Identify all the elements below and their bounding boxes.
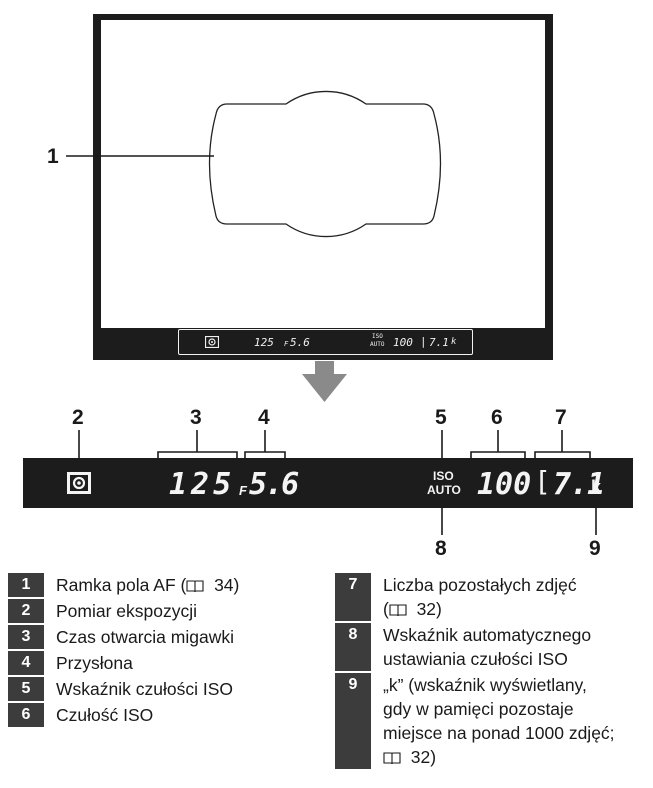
legend-number: 2 bbox=[8, 599, 44, 623]
book-icon bbox=[186, 580, 204, 593]
vf-aperture: 5.6 bbox=[290, 336, 310, 349]
callout-6: 6 bbox=[491, 406, 503, 429]
legend-text: Pomiar ekspozycji bbox=[56, 601, 198, 621]
legend-text: Wskaźnik automatycznego ustawiania czuło… bbox=[383, 625, 592, 669]
vf-iso-top: ISO bbox=[372, 333, 383, 340]
legend-number: 7 bbox=[335, 573, 371, 621]
legend-item: 3 Czas otwarcia migawki bbox=[8, 625, 318, 649]
lcd-shots: 7.1 bbox=[553, 467, 605, 502]
legend-item: 7 Liczba pozostałych zdjęć ( 32) bbox=[335, 573, 647, 621]
legend-number: 4 bbox=[8, 651, 44, 675]
callout-1: 1 bbox=[47, 145, 59, 168]
vf-k: k bbox=[451, 337, 457, 347]
lcd-f-prefix: F bbox=[239, 483, 247, 498]
legend-item: 9 „k” (wskaźnik wyświetlany, gdy w pamię… bbox=[335, 673, 647, 769]
legend-text: Liczba pozostałych zdjęć ( 32) bbox=[383, 575, 577, 619]
legend-number: 5 bbox=[8, 677, 44, 701]
down-arrow-icon bbox=[302, 361, 347, 402]
callout-9: 9 bbox=[589, 537, 601, 560]
lcd-iso-bottom: AUTO bbox=[427, 483, 461, 497]
legend-text: Czułość ISO bbox=[56, 705, 154, 725]
callout-8: 8 bbox=[435, 537, 447, 560]
vf-shots: 7.1 bbox=[429, 336, 449, 349]
callout-2: 2 bbox=[72, 406, 84, 429]
lcd-aperture: 5.6 bbox=[249, 467, 299, 502]
legend-number: 3 bbox=[8, 625, 44, 649]
lcd-bracket: [ bbox=[534, 465, 551, 498]
viewfinder-info-bar: 125 F 5.6 ISO AUTO 100 | 7.1 k bbox=[178, 329, 473, 355]
vf-separator: | bbox=[420, 335, 427, 348]
viewfinder-image-area bbox=[101, 20, 545, 328]
legend-left: 1 Ramka pola AF ( 34) 2 Pomiar ekspozycj… bbox=[8, 573, 318, 727]
legend-item: 8 Wskaźnik automatycznego ustawiania czu… bbox=[335, 623, 647, 671]
legend-number: 6 bbox=[8, 703, 44, 727]
lcd-bar: 125 F 5.6 ISO AUTO 100 [ 7.1 k bbox=[23, 458, 633, 508]
legend-right: 7 Liczba pozostałych zdjęć ( 32) 8 Wskaź… bbox=[335, 573, 647, 769]
vf-iso-value: 100 bbox=[393, 336, 413, 349]
book-icon bbox=[383, 752, 401, 765]
legend-number: 9 bbox=[335, 673, 371, 769]
vf-iso-bottom: AUTO bbox=[370, 341, 385, 348]
legend-number: 1 bbox=[8, 573, 44, 597]
legend-item: 2 Pomiar ekspozycji bbox=[8, 599, 318, 623]
lcd-iso-value: 100 bbox=[477, 467, 532, 502]
legend-text: „k” (wskaźnik wyświetlany, gdy w pamięci… bbox=[383, 675, 615, 767]
callout-7: 7 bbox=[555, 406, 567, 429]
legend-text: Przysłona bbox=[56, 653, 133, 673]
legend-item: 4 Przysłona bbox=[8, 651, 318, 675]
callout-5: 5 bbox=[435, 406, 447, 429]
vf-f-prefix: F bbox=[284, 340, 289, 348]
callout-4: 4 bbox=[258, 406, 270, 429]
lcd-iso-top: ISO bbox=[433, 469, 454, 483]
vf-shutter: 125 bbox=[254, 336, 274, 349]
legend-text: Czas otwarcia migawki bbox=[56, 627, 234, 647]
viewfinder-frame: 125 F 5.6 ISO AUTO 100 | 7.1 k bbox=[93, 14, 553, 360]
legend-text: Wskaźnik czułości ISO bbox=[56, 679, 233, 699]
lcd-shutter: 125 bbox=[169, 467, 236, 502]
callout-3: 3 bbox=[190, 406, 202, 429]
metering-icon bbox=[67, 472, 91, 494]
legend-item: 1 Ramka pola AF ( 34) bbox=[8, 573, 318, 597]
legend-text: Ramka pola AF ( 34) bbox=[56, 575, 240, 595]
metering-icon bbox=[205, 336, 219, 348]
legend-item: 5 Wskaźnik czułości ISO bbox=[8, 677, 318, 701]
book-icon bbox=[389, 604, 407, 617]
lcd-k: k bbox=[591, 477, 602, 497]
legend-item: 6 Czułość ISO bbox=[8, 703, 318, 727]
legend-number: 8 bbox=[335, 623, 371, 671]
